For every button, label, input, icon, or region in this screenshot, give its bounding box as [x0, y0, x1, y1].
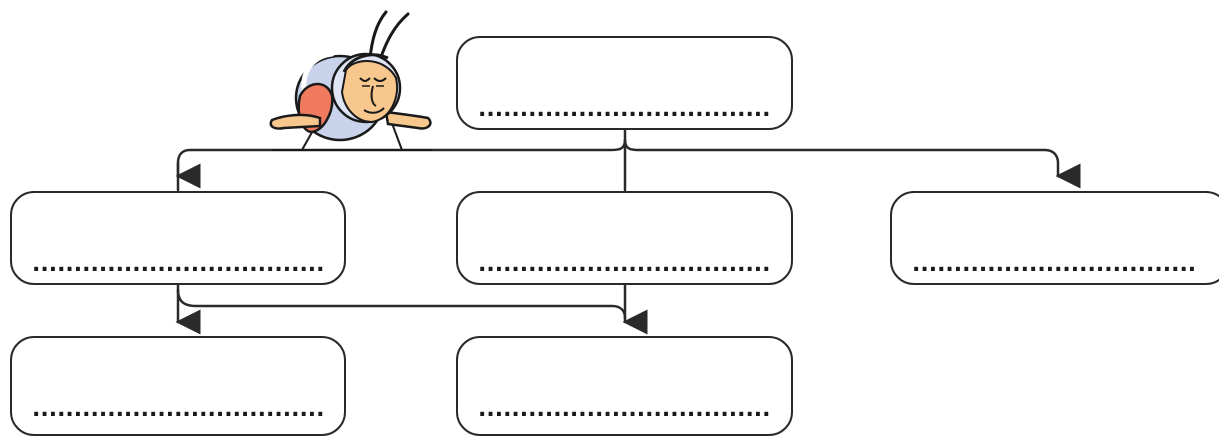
answer-blank[interactable]: ......................................: [32, 253, 324, 277]
mid-center-box[interactable]: ......................................: [456, 191, 793, 285]
answer-blank[interactable]: ......................................: [478, 98, 771, 122]
branch-across-line: [176, 288, 648, 335]
concept-map: ...................................... .…: [10, 10, 1219, 436]
mid-left-box[interactable]: ......................................: [10, 191, 346, 285]
answer-blank[interactable]: ......................................: [32, 398, 324, 422]
bottom-left-box[interactable]: ......................................: [10, 336, 346, 436]
branch-right-line: [623, 138, 1081, 189]
answer-blank[interactable]: ......................................: [478, 253, 771, 277]
top-box[interactable]: ......................................: [456, 36, 793, 130]
branch-left-line: [176, 138, 627, 192]
answer-blank[interactable]: ......................................: [478, 398, 771, 422]
mid-right-box[interactable]: ......................................: [890, 191, 1219, 285]
bottom-center-box[interactable]: ......................................: [456, 336, 793, 436]
answer-blank[interactable]: ......................................: [912, 253, 1198, 277]
cartoon-insect-character-icon: [269, 10, 432, 151]
connectors: [175, 128, 1081, 335]
